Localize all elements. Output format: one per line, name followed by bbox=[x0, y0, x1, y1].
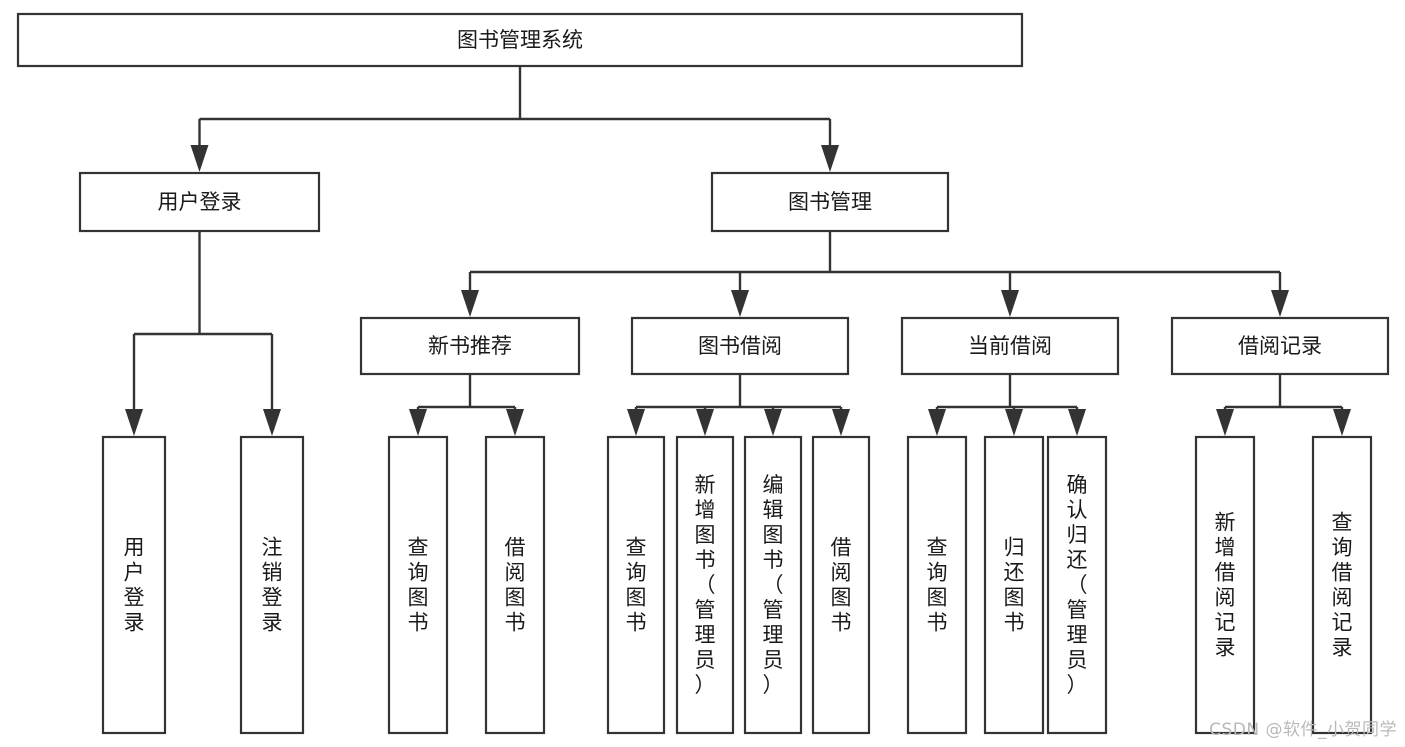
arrow-head-icon bbox=[1271, 290, 1289, 317]
arrow-head-icon bbox=[190, 145, 209, 172]
node-label: 借阅图书 bbox=[831, 536, 852, 635]
node-query-book-1[interactable]: 查询图书 bbox=[387, 435, 449, 735]
node-box bbox=[239, 435, 305, 735]
arrow-head-icon bbox=[1216, 409, 1234, 436]
arrow-head-icon bbox=[409, 409, 427, 436]
node-box bbox=[101, 435, 167, 735]
node-label: 查询图书 bbox=[927, 536, 948, 635]
node-box bbox=[1046, 435, 1108, 735]
arrow-head-icon bbox=[821, 145, 839, 172]
node-box bbox=[16, 12, 1024, 68]
node-box bbox=[1194, 435, 1256, 735]
node-borrow-book-1[interactable]: 借阅图书 bbox=[484, 435, 546, 735]
node-label: 新增借阅记录 bbox=[1215, 511, 1236, 660]
node-box bbox=[606, 435, 666, 735]
node-box bbox=[900, 316, 1120, 376]
node-label: 借阅图书 bbox=[505, 536, 526, 635]
node-borrow-book-2[interactable]: 借阅图书 bbox=[811, 435, 871, 735]
node-label: 注销登录 bbox=[262, 536, 283, 635]
node-return-book[interactable]: 归还图书 bbox=[983, 435, 1045, 735]
arrow-head-icon bbox=[1068, 409, 1086, 436]
node-borrow-record[interactable]: 借阅记录 bbox=[1170, 316, 1390, 376]
arrow-head-icon bbox=[1333, 409, 1351, 436]
node-label: 新书推荐 bbox=[428, 334, 512, 358]
node-box bbox=[1311, 435, 1373, 735]
node-box bbox=[675, 435, 735, 735]
arrow-head-icon bbox=[1001, 290, 1019, 317]
node-label: 确认归还（管理员） bbox=[1067, 473, 1088, 697]
node-label: 当前借阅 bbox=[968, 334, 1052, 358]
arrow-head-icon bbox=[696, 409, 714, 436]
node-box bbox=[359, 316, 581, 376]
node-label: 图书管理 bbox=[788, 190, 872, 214]
arrow-head-icon bbox=[731, 290, 749, 317]
node-label: 查询图书 bbox=[408, 536, 429, 635]
node-label: 编辑图书（管理员） bbox=[763, 473, 784, 697]
node-book-borrow[interactable]: 图书借阅 bbox=[630, 316, 850, 376]
arrow-head-icon bbox=[627, 409, 645, 436]
connector-layer bbox=[125, 66, 1351, 436]
arrow-head-icon bbox=[832, 409, 850, 436]
node-logout-do[interactable]: 注销登录 bbox=[239, 435, 305, 735]
node-edit-book[interactable]: 编辑图书（管理员） bbox=[743, 435, 803, 735]
node-layer: 图书管理系统用户登录图书管理用户登录注销登录新书推荐图书借阅当前借阅借阅记录查询… bbox=[16, 12, 1390, 735]
node-new-book-rec[interactable]: 新书推荐 bbox=[359, 316, 581, 376]
node-box bbox=[1170, 316, 1390, 376]
node-label: 查询图书 bbox=[626, 536, 647, 635]
node-box bbox=[743, 435, 803, 735]
node-label: 查询借阅记录 bbox=[1332, 511, 1353, 660]
arrow-head-icon bbox=[506, 409, 524, 436]
node-label: 图书管理系统 bbox=[457, 28, 583, 52]
node-box bbox=[811, 435, 871, 735]
node-label: 新增图书（管理员） bbox=[695, 473, 716, 697]
arrow-head-icon bbox=[928, 409, 946, 436]
node-root[interactable]: 图书管理系统 bbox=[16, 12, 1024, 68]
node-box bbox=[387, 435, 449, 735]
node-label: 用户登录 bbox=[158, 190, 242, 214]
arrow-head-icon bbox=[461, 290, 479, 317]
node-box bbox=[983, 435, 1045, 735]
node-box bbox=[78, 171, 321, 233]
arrow-head-icon bbox=[263, 409, 281, 436]
node-add-book[interactable]: 新增图书（管理员） bbox=[675, 435, 735, 735]
arrow-head-icon bbox=[764, 409, 782, 436]
node-query-book-2[interactable]: 查询图书 bbox=[606, 435, 666, 735]
node-user-login[interactable]: 用户登录 bbox=[78, 171, 321, 233]
node-label: 用户登录 bbox=[124, 536, 145, 635]
node-confirm-return[interactable]: 确认归还（管理员） bbox=[1046, 435, 1108, 735]
node-query-record[interactable]: 查询借阅记录 bbox=[1311, 435, 1373, 735]
node-box bbox=[484, 435, 546, 735]
node-label: 图书借阅 bbox=[698, 334, 782, 358]
node-box bbox=[710, 171, 950, 233]
node-query-book-3[interactable]: 查询图书 bbox=[906, 435, 968, 735]
node-label: 借阅记录 bbox=[1238, 334, 1322, 358]
node-book-manage[interactable]: 图书管理 bbox=[710, 171, 950, 233]
node-add-record[interactable]: 新增借阅记录 bbox=[1194, 435, 1256, 735]
node-current-borrow[interactable]: 当前借阅 bbox=[900, 316, 1120, 376]
arrow-head-icon bbox=[125, 409, 143, 436]
arrow-head-icon bbox=[1005, 409, 1023, 436]
node-box bbox=[630, 316, 850, 376]
node-box bbox=[906, 435, 968, 735]
node-login-do[interactable]: 用户登录 bbox=[101, 435, 167, 735]
node-label: 归还图书 bbox=[1004, 536, 1025, 635]
